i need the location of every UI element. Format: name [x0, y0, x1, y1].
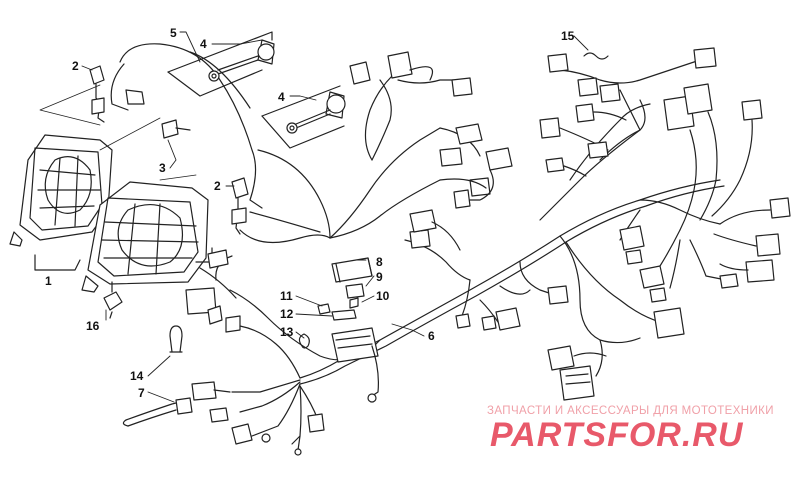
headlight-left — [9, 134, 113, 247]
callout-2-lower: 2 — [214, 179, 221, 193]
callout-6: 6 — [428, 329, 435, 343]
part-14-tie — [169, 325, 183, 353]
callout-4-lower: 4 — [278, 90, 285, 104]
watermark-logo-text: PARTSFOR.RU — [490, 416, 744, 454]
callout-5: 5 — [170, 26, 177, 40]
part-7-cover — [125, 401, 181, 421]
callout-10: 10 — [376, 289, 390, 303]
callout-labels: 5 4 4 2 2 3 1 16 15 14 7 8 9 10 11 12 13… — [45, 26, 575, 400]
callout-12: 12 — [280, 307, 294, 321]
callout-11: 11 — [280, 289, 293, 303]
callout-3: 3 — [159, 161, 166, 175]
wire-5 — [119, 43, 263, 209]
callout-4-upper: 4 — [200, 37, 207, 51]
part-13-grommet — [298, 333, 310, 349]
main-harness — [185, 47, 791, 456]
part-12-plate — [331, 309, 357, 321]
adjuster-upper — [167, 31, 275, 97]
bulb-3 — [161, 119, 179, 139]
watermark-tagline: ЗАПЧАСТИ И АКСЕССУАРЫ ДЛЯ МОТОТЕХНИКИ — [487, 405, 774, 417]
part-10-clip — [349, 297, 359, 309]
callout-7: 7 — [138, 386, 145, 400]
part-15-spring — [583, 52, 609, 60]
callout-16: 16 — [86, 319, 100, 333]
callout-9: 9 — [376, 270, 383, 284]
part-16-clip — [103, 291, 123, 311]
part-11 — [317, 303, 331, 315]
callout-8: 8 — [376, 255, 383, 269]
callout-13: 13 — [280, 325, 294, 339]
callout-1: 1 — [45, 274, 52, 288]
adjuster-lower — [261, 85, 346, 149]
watermark-logo: PARTSFOR.RU — [490, 416, 744, 454]
bulb-socket-upper — [89, 65, 105, 123]
callout-15: 15 — [561, 29, 575, 43]
leader-1 — [34, 254, 81, 271]
part-8-relay — [331, 257, 373, 283]
callout-14: 14 — [130, 369, 144, 383]
headlight-right — [81, 181, 213, 293]
callout-2-upper: 2 — [72, 59, 79, 73]
bulb-socket-lower — [231, 177, 249, 235]
part-9-cap — [345, 283, 365, 299]
